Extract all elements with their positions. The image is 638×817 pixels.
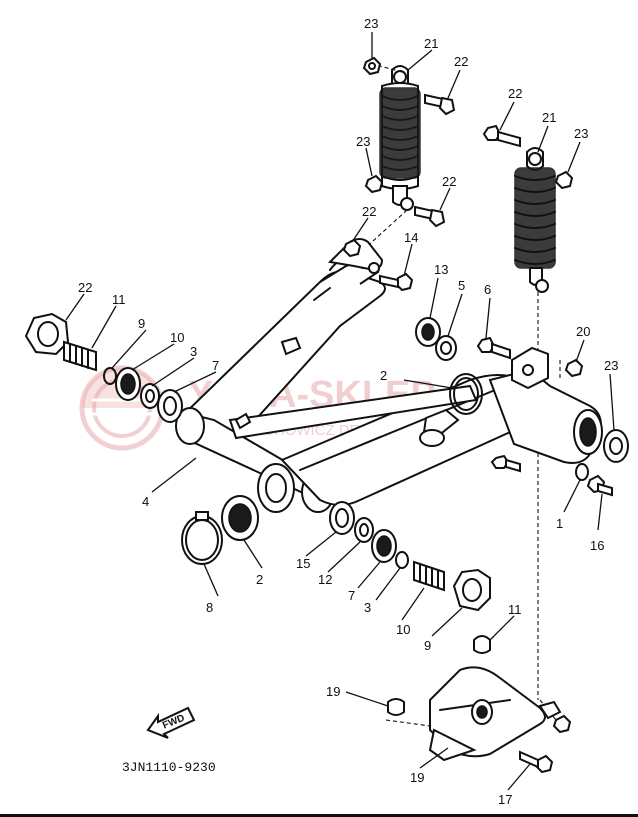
callout-20: 2 [380,368,387,383]
callout-21: 21 [424,36,438,51]
callout-11: 9 [424,638,431,653]
callout-17: 19 [410,770,424,785]
callout-10: 3 [364,600,371,615]
bottom-border [0,814,638,817]
callout-23: 23 [574,126,588,141]
chain-side-parts [181,238,629,565]
alignment-lines [349,65,561,727]
callout-9: 11 [112,292,126,307]
callout-6: 5 [458,278,465,293]
pivot-parts-right [329,501,491,612]
callout-22: 22 [454,54,468,69]
callout-21: 21 [542,110,556,125]
callout-3: 10 [170,330,184,345]
callout-22: 22 [442,174,456,189]
rear-shock-right [514,147,556,293]
callout-14: 22 [362,204,376,219]
callout-18: 17 [498,792,512,807]
shock-bolts-left [362,56,456,228]
callouts: 23 21 22 22 21 23 23 22 22 14 13 5 6 22 … [78,16,618,807]
callout-19: 11 [508,602,522,617]
callout-22: 6 [484,282,491,297]
callout-15: 16 [590,538,604,553]
callout-10: 9 [138,316,145,331]
callout-19: 19 [326,684,340,699]
callout-2: 15 [296,556,310,571]
shock-bolts-right [482,124,574,190]
drawing-code: 3JN1110-9230 [122,760,216,775]
callout-11: 22 [78,280,92,295]
callout-9: 10 [396,622,410,637]
callout-13: 14 [404,230,418,245]
fwd-arrow: FWD [146,706,196,739]
callout-8: 2 [256,572,263,587]
swingarm [175,238,603,513]
callout-1: 4 [142,494,149,509]
callout-23: 20 [576,324,590,339]
callout-12: 8 [206,600,213,615]
callout-16: 1 [556,516,563,531]
callout-5: 13 [434,262,448,277]
callout-7: 12 [318,572,332,587]
callout-4: 23 [604,358,618,373]
callout-23: 23 [356,134,370,149]
callout-22: 22 [508,86,522,101]
lower-bracket [387,635,572,774]
callout-3: 7 [348,588,355,603]
callout-23: 23 [364,16,378,31]
pivot-parts-left [24,312,183,423]
callout-2: 7 [212,358,219,373]
rear-shock-left [379,65,421,211]
leader-lines [65,32,615,791]
callout-7: 3 [190,344,197,359]
